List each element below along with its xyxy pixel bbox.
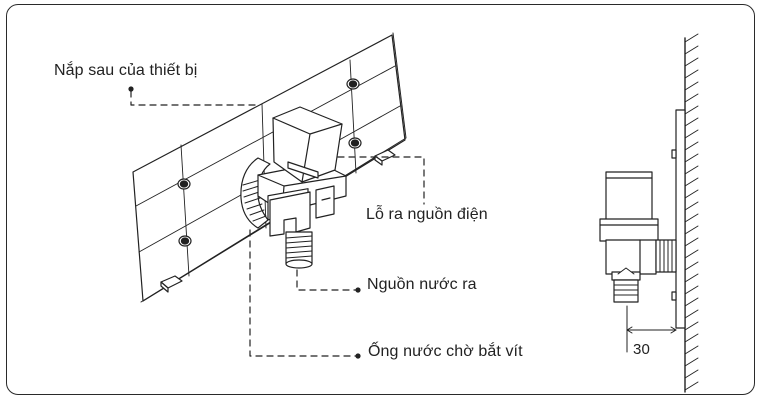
leader-lines [130,90,425,357]
leader-dots [128,86,361,359]
label-power-outlet-hole: Lỗ ra nguồn điện [366,206,488,223]
dimension-value: 30 [633,341,650,358]
wall-side-view [671,33,699,393]
mount-tab [160,149,396,293]
label-threaded-inlet-pipe: Ống nước chờ bắt vít [368,343,523,360]
label-water-outlet: Nguồn nước ra [367,276,477,293]
screw-hole [177,78,362,247]
back-cover-panel [132,32,407,303]
valve-assembly [240,106,347,269]
dimension-30 [626,305,677,353]
valve-side-view [599,171,677,303]
diagram-frame [6,4,755,395]
label-back-cover: Nắp sau của thiết bị [54,62,198,79]
